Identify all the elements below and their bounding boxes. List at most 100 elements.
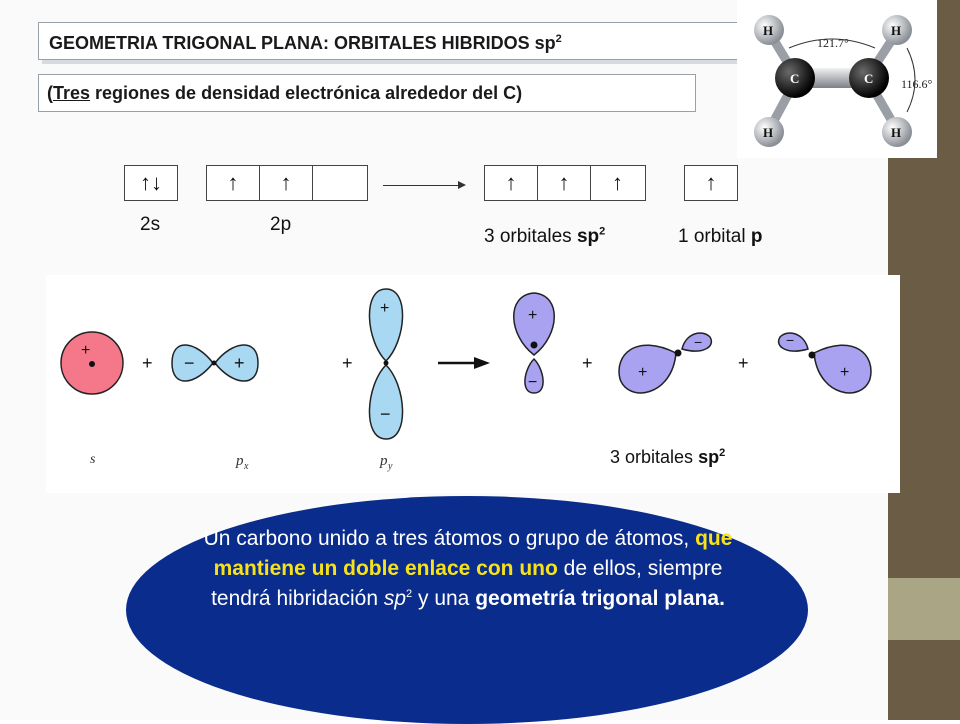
orbital-cell bbox=[313, 166, 366, 200]
summary-bold: geometría trigonal plana. bbox=[475, 587, 725, 610]
label-p-bold: p bbox=[750, 226, 763, 247]
sign-minus: − bbox=[694, 334, 702, 350]
sign-minus: − bbox=[528, 374, 537, 391]
nucleus-dot bbox=[211, 360, 217, 366]
orbital-cell: ↑ bbox=[485, 166, 538, 200]
caption-px: p bbox=[235, 453, 244, 469]
hydrogen-atom bbox=[754, 117, 784, 147]
orbital-cell: ↑ bbox=[705, 170, 717, 195]
orbital-cell: ↑↓ bbox=[140, 170, 162, 195]
title-box: GEOMETRIA TRIGONAL PLANA: ORBITALES HIBR… bbox=[38, 22, 742, 60]
result-sup: 2 bbox=[719, 447, 726, 459]
sp2-orbital-large-lobe bbox=[813, 344, 872, 394]
summary-part-3: y una bbox=[412, 587, 476, 610]
sign-plus: + bbox=[528, 307, 537, 324]
operator-plus: + bbox=[342, 353, 353, 373]
orbital-cell: ↑ bbox=[207, 166, 260, 200]
sp2-orbital-small-lobe bbox=[681, 332, 713, 352]
label-2p: 2p bbox=[270, 214, 292, 235]
page-title: GEOMETRIA TRIGONAL PLANA: ORBITALES HIBR… bbox=[49, 33, 562, 54]
label-result-sp2: 3 orbitales sp2 bbox=[610, 447, 725, 468]
orbital-box-sp2: ↑ ↑ ↑ bbox=[484, 165, 646, 201]
hybridization-figure: + + − + + + − + − + + − + bbox=[46, 275, 900, 493]
sp2-orbital-large-lobe bbox=[513, 292, 555, 356]
label-sp2-prefix: 3 orbitales bbox=[484, 226, 577, 247]
hydrogen-atom bbox=[882, 117, 912, 147]
caption-px-subscript: x bbox=[243, 461, 249, 472]
atom-label: H bbox=[763, 23, 773, 38]
orbital-cell: ↑ bbox=[612, 170, 623, 195]
nucleus-dot bbox=[530, 341, 538, 349]
label-sp2-bold: sp bbox=[576, 226, 600, 247]
py-lobe-positive bbox=[368, 288, 404, 363]
caption-py-subscript: y bbox=[387, 461, 393, 472]
subtitle-underlined: Tres bbox=[53, 83, 91, 103]
label-sp2-orbitals: 3 orbitales sp2 bbox=[484, 226, 605, 248]
px-lobe-positive bbox=[214, 344, 259, 382]
label-p-orbital: 1 orbital p bbox=[678, 226, 762, 248]
operator-plus: + bbox=[142, 353, 153, 373]
reaction-arrow bbox=[383, 185, 463, 186]
subtitle: (Tres regiones de densidad electrónica a… bbox=[47, 83, 522, 104]
sign-minus: − bbox=[786, 332, 794, 348]
ethylene-molecule-image: H H H H C C 121.7° 116.6° bbox=[737, 0, 937, 158]
nucleus-dot bbox=[383, 360, 389, 366]
carbon-atom bbox=[849, 58, 889, 98]
summary-part-2: de ellos, siempre tendrá hibridación bbox=[211, 557, 723, 610]
atom-label: H bbox=[891, 125, 901, 140]
subtitle-rest: regiones de densidad electrónica alreded… bbox=[90, 83, 523, 103]
label-2s: 2s bbox=[140, 214, 161, 235]
hybridization-arrow-head bbox=[474, 357, 490, 369]
result-bold: sp bbox=[698, 447, 720, 467]
angle-label-top: 121.7° bbox=[817, 36, 849, 50]
operator-plus: + bbox=[582, 353, 593, 373]
nucleus-dot bbox=[808, 351, 816, 359]
nucleus-dot bbox=[674, 349, 682, 357]
side-band-accent bbox=[888, 578, 960, 640]
subtitle-box: (Tres regiones de densidad electrónica a… bbox=[38, 74, 696, 112]
summary-sp: sp bbox=[383, 587, 407, 610]
sp2-orbital-small-lobe bbox=[777, 332, 809, 352]
sign-plus: + bbox=[380, 300, 389, 317]
atom-label: C bbox=[790, 71, 799, 86]
py-lobe-negative bbox=[368, 363, 404, 440]
title-superscript: 2 bbox=[555, 33, 562, 45]
label-sp2-sup: 2 bbox=[599, 225, 606, 238]
caption-s: s bbox=[90, 452, 96, 467]
hydrogen-atom bbox=[754, 15, 784, 45]
orbital-box-2s: ↑↓ bbox=[124, 165, 178, 201]
sign-plus: + bbox=[234, 353, 245, 373]
summary-part-1: Un carbono unido a tres átomos o grupo d… bbox=[203, 527, 696, 550]
reaction-arrow-head bbox=[458, 181, 466, 189]
nucleus-dot bbox=[89, 361, 95, 367]
summary-sup: 2 bbox=[406, 588, 413, 600]
caption-py: p bbox=[379, 453, 388, 469]
sp2-orbital-large-lobe bbox=[618, 344, 677, 394]
orbital-box-2p: ↑ ↑ bbox=[206, 165, 368, 201]
hydrogen-atom bbox=[882, 15, 912, 45]
sign-minus: − bbox=[184, 353, 195, 373]
atom-label: H bbox=[891, 23, 901, 38]
angle-arrows bbox=[788, 38, 916, 113]
summary-text: Un carbono unido a tres átomos o grupo d… bbox=[200, 524, 736, 614]
orbital-cell: ↑ bbox=[538, 166, 591, 200]
orbitals-svg: + + − + + + − + − + + − + bbox=[60, 288, 872, 472]
subtitle-open: ( bbox=[47, 83, 53, 103]
result-prefix: 3 orbitales bbox=[610, 447, 699, 467]
sign-plus: + bbox=[840, 364, 849, 381]
summary-ellipse bbox=[126, 496, 808, 724]
angle-label-right: 116.6° bbox=[901, 77, 933, 91]
sp2-orbital-small-lobe bbox=[524, 357, 544, 394]
operator-plus: + bbox=[738, 353, 749, 373]
sign-minus: − bbox=[380, 404, 391, 424]
label-p-prefix: 1 orbital bbox=[678, 226, 751, 247]
orbital-box-p: ↑ bbox=[684, 165, 738, 201]
atom-label: C bbox=[864, 71, 873, 86]
molecule-svg: H H H H C C 121.7° 116.6° bbox=[754, 15, 933, 147]
carbon-atom bbox=[775, 58, 815, 98]
summary-highlight: que mantiene un doble enlace con uno bbox=[213, 527, 733, 580]
px-lobe-negative bbox=[171, 344, 214, 382]
orbital-cell: ↑ bbox=[260, 166, 313, 200]
sign-plus: + bbox=[81, 342, 90, 359]
title-main: GEOMETRIA TRIGONAL PLANA: ORBITALES HIBR… bbox=[49, 33, 556, 53]
